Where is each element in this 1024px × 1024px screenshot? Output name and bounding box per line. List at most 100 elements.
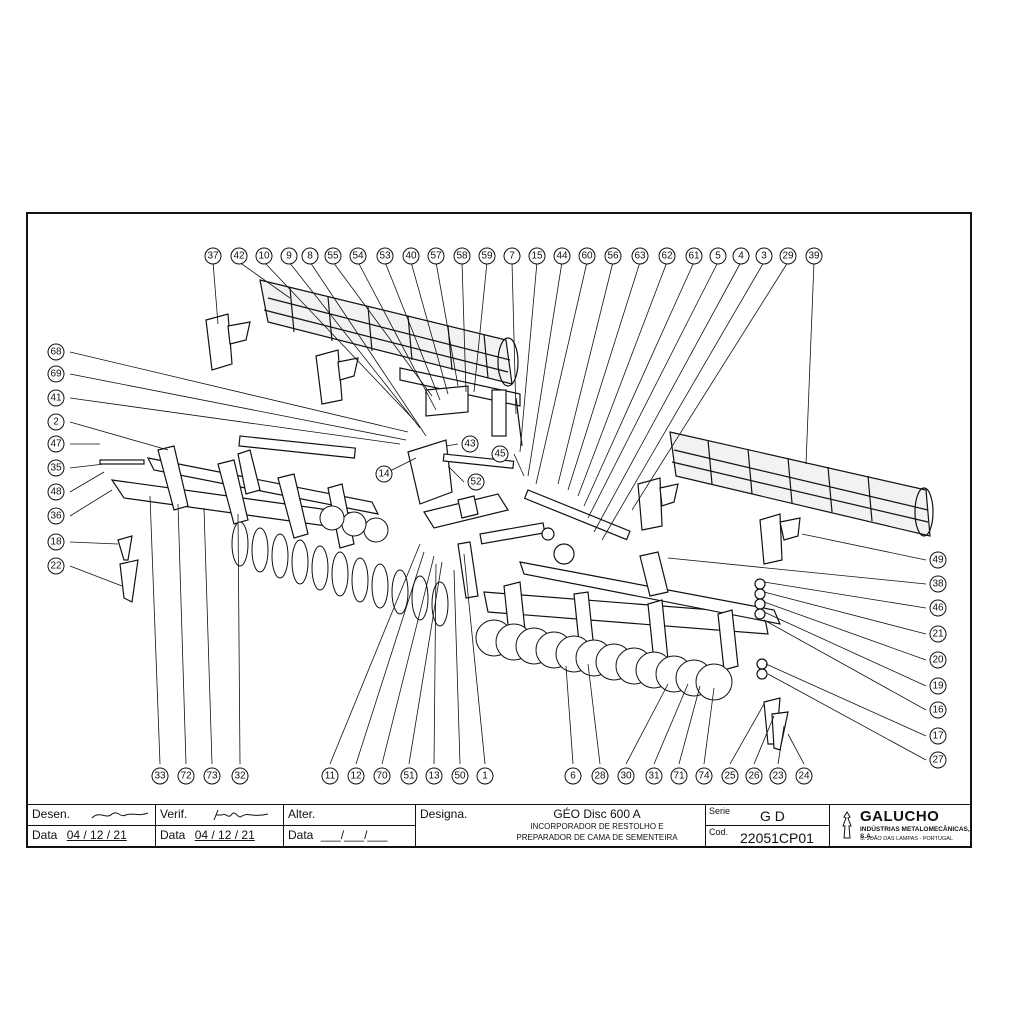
callout-number: 50 bbox=[454, 771, 466, 782]
serie-cell: Serie G D bbox=[706, 805, 830, 826]
callout-number: 7 bbox=[509, 251, 515, 262]
callout-number: 73 bbox=[206, 771, 218, 782]
callout-circle bbox=[375, 465, 393, 483]
callout-circle bbox=[321, 767, 339, 785]
callout-45: 45 bbox=[491, 445, 509, 463]
callout-52: 52 bbox=[467, 473, 485, 491]
callout-2: 2 bbox=[47, 413, 65, 431]
callout-number: 38 bbox=[932, 579, 944, 590]
callout-circle bbox=[230, 247, 248, 265]
callout-3: 3 bbox=[755, 247, 773, 265]
callout-57: 57 bbox=[427, 247, 445, 265]
callout-number: 16 bbox=[932, 705, 944, 716]
callout-circle bbox=[604, 247, 622, 265]
callout-number: 10 bbox=[258, 251, 270, 262]
callout-number: 49 bbox=[932, 555, 944, 566]
callout-number: 71 bbox=[673, 771, 685, 782]
callout-circle bbox=[564, 767, 582, 785]
callout-73: 73 bbox=[203, 767, 221, 785]
leader-lines bbox=[69, 261, 927, 765]
callout-51: 51 bbox=[400, 767, 418, 785]
callout-number: 72 bbox=[180, 771, 192, 782]
callout-circle bbox=[451, 767, 469, 785]
callout-number: 43 bbox=[464, 439, 476, 450]
callout-46: 46 bbox=[929, 599, 947, 617]
callout-circle bbox=[373, 767, 391, 785]
callout-circle bbox=[47, 459, 65, 477]
callout-circle bbox=[709, 247, 727, 265]
callout-circle bbox=[929, 727, 947, 745]
desen-cell: Desen. bbox=[28, 805, 156, 826]
callout-number: 14 bbox=[378, 469, 390, 480]
callout-circle bbox=[47, 483, 65, 501]
callout-61: 61 bbox=[685, 247, 703, 265]
callout-19: 19 bbox=[929, 677, 947, 695]
callout-circle bbox=[280, 247, 298, 265]
callout-62: 62 bbox=[658, 247, 676, 265]
company-logo bbox=[842, 811, 852, 839]
callout-number: 8 bbox=[307, 251, 313, 262]
callout-number: 3 bbox=[761, 251, 767, 262]
callout-number: 54 bbox=[352, 251, 364, 262]
callout-54: 54 bbox=[349, 247, 367, 265]
rear-roller-left bbox=[259, 279, 519, 387]
callout-43: 43 bbox=[461, 435, 479, 453]
callout-number: 31 bbox=[648, 771, 660, 782]
callout-number: 29 bbox=[782, 251, 794, 262]
callout-10: 10 bbox=[255, 247, 273, 265]
hydraulic-cylinders bbox=[238, 435, 631, 541]
callout-number: 40 bbox=[405, 251, 417, 262]
verif-cell: Verif. bbox=[156, 805, 284, 826]
callout-circle bbox=[491, 445, 509, 463]
verif-date-label: Data bbox=[160, 828, 186, 842]
callout-circle bbox=[929, 575, 947, 593]
callout-49: 49 bbox=[929, 551, 947, 569]
callout-5: 5 bbox=[709, 247, 727, 265]
callout-number: 19 bbox=[932, 681, 944, 692]
callout-23: 23 bbox=[769, 767, 787, 785]
callout-number: 4 bbox=[738, 251, 744, 262]
title-block: Desen. Data 04 / 12 / 21 Verif. Data 04 … bbox=[28, 804, 970, 847]
callout-22: 22 bbox=[47, 557, 65, 575]
cod-value: 22051CP01 bbox=[740, 830, 814, 846]
callout-63: 63 bbox=[631, 247, 649, 265]
callout-48: 48 bbox=[47, 483, 65, 501]
callout-circle bbox=[453, 247, 471, 265]
callout-number: 44 bbox=[556, 251, 568, 262]
callout-number: 23 bbox=[772, 771, 784, 782]
callout-circle bbox=[151, 767, 169, 785]
callout-number: 15 bbox=[531, 251, 543, 262]
callout-41: 41 bbox=[47, 389, 65, 407]
center-drawbar bbox=[399, 367, 523, 505]
callout-20: 20 bbox=[929, 651, 947, 669]
designa-cell: Designa. GÉO Disc 600 A INCORPORADOR DE … bbox=[416, 805, 706, 847]
callout-circle bbox=[732, 247, 750, 265]
callout-number: 42 bbox=[233, 251, 245, 262]
callout-55: 55 bbox=[324, 247, 342, 265]
verif-signature bbox=[213, 809, 269, 821]
callout-circle bbox=[755, 247, 773, 265]
callout-15: 15 bbox=[528, 247, 546, 265]
callout-circle bbox=[645, 767, 663, 785]
callout-70: 70 bbox=[373, 767, 391, 785]
callout-circle bbox=[204, 247, 222, 265]
callout-circle bbox=[795, 767, 813, 785]
callout-29: 29 bbox=[779, 247, 797, 265]
desen-date-cell: Data 04 / 12 / 21 bbox=[28, 826, 156, 847]
callout-circle bbox=[658, 247, 676, 265]
callout-circle bbox=[461, 435, 479, 453]
callout-circle bbox=[203, 767, 221, 785]
callout-circle bbox=[631, 247, 649, 265]
callout-circle bbox=[324, 247, 342, 265]
callout-1: 1 bbox=[476, 767, 494, 785]
desen-date: 04 / 12 / 21 bbox=[66, 828, 127, 842]
callout-number: 18 bbox=[50, 537, 62, 548]
callout-8: 8 bbox=[301, 247, 319, 265]
callout-42: 42 bbox=[230, 247, 248, 265]
callout-number: 58 bbox=[456, 251, 468, 262]
callout-circle bbox=[478, 247, 496, 265]
callout-circle bbox=[47, 533, 65, 551]
product-desc-line1: INCORPORADOR DE RESTOLHO E bbox=[530, 822, 664, 831]
callout-number: 20 bbox=[932, 655, 944, 666]
